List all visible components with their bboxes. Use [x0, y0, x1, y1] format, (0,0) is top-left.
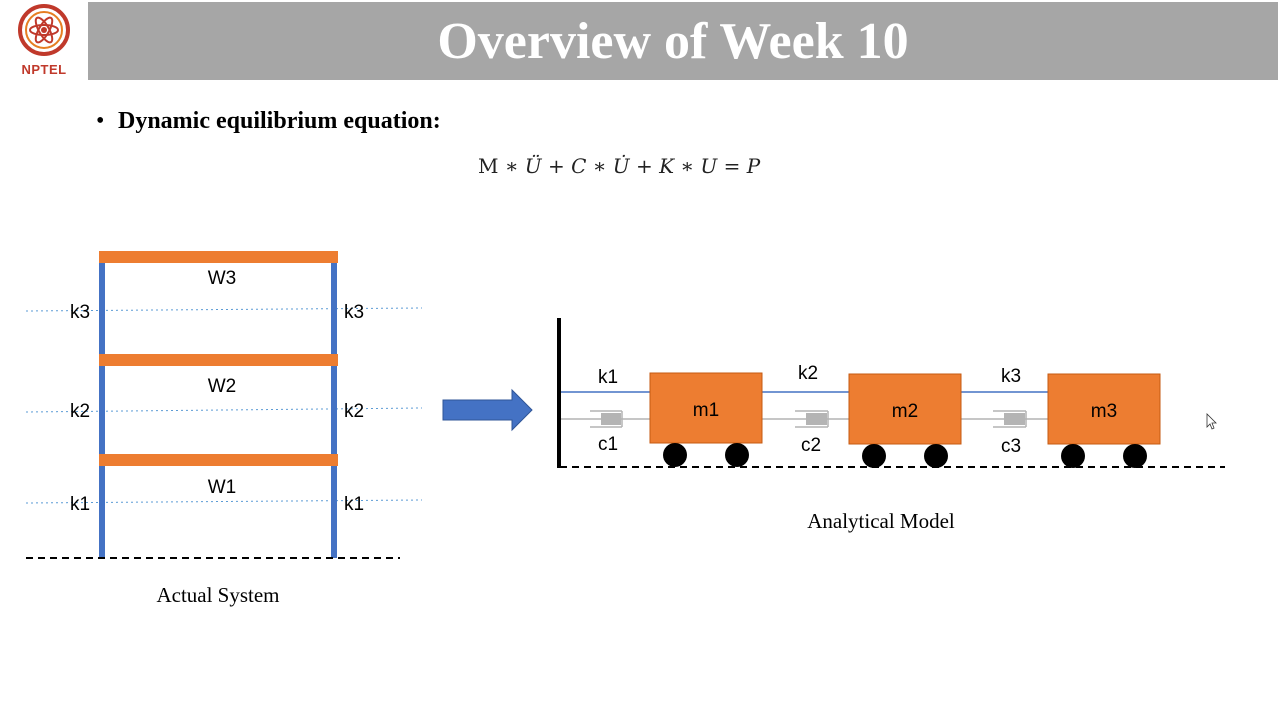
eq-mass-symbol: M [478, 154, 499, 178]
stiffness-label-left-k1: k1 [70, 494, 90, 515]
eq-stiffness-symbol: K [659, 154, 675, 178]
bullet-text: Dynamic equilibrium equation: [118, 108, 441, 134]
damper-c1 [561, 410, 650, 428]
guide-line-k1 [25, 499, 423, 504]
nptel-emblem-icon [18, 4, 70, 56]
mouse-cursor-icon [1206, 413, 1217, 430]
title-bar: Overview of Week 10 [88, 2, 1278, 80]
mass-label-m3: m3 [1091, 401, 1117, 422]
stiffness-label-right-k1: k1 [344, 494, 364, 515]
eq-acceleration-symbol: Ü [524, 154, 542, 178]
equation: M ∗ Ü + C ∗ U̇ + K ∗ U = P [478, 154, 760, 178]
stiffness-label-left-k2: k2 [70, 401, 90, 422]
mass-block-m3 [1047, 373, 1161, 445]
transform-arrow-icon [442, 388, 533, 432]
analytical-model-caption: Analytical Model [807, 509, 955, 533]
slide-title: Overview of Week 10 [437, 12, 909, 70]
nptel-logo: NPTEL [0, 0, 88, 80]
spring-label-k3: k3 [1001, 366, 1021, 387]
stiffness-label-right-k3: k3 [344, 302, 364, 323]
guide-line-k3 [25, 307, 423, 312]
wheels [663, 443, 1147, 468]
mass-block-m2 [848, 373, 962, 445]
eq-damping-symbol: C [571, 154, 587, 178]
damper-label-c1: c1 [598, 434, 618, 455]
mass-label-m1: m1 [693, 400, 719, 421]
damper-label-c2: c2 [801, 435, 821, 456]
eq-operator: ∗ [586, 154, 613, 178]
bullet-dot: • [96, 108, 105, 134]
actual-system: W3 W2 W1 k3 k3 k2 k2 k1 k1 Actual System [25, 251, 423, 607]
eq-equals: = [717, 154, 747, 178]
wheel-icon [663, 443, 687, 467]
wheel-icon [1123, 444, 1147, 468]
eq-operator: ∗ [498, 154, 525, 178]
eq-plus: + [541, 154, 572, 178]
fixed-wall [557, 318, 561, 468]
wheel-icon [725, 443, 749, 467]
eq-operator: ∗ [674, 154, 701, 178]
spring-label-k1: k1 [598, 367, 618, 388]
slab-floor-3 [99, 251, 338, 263]
weight-label-w1: W1 [208, 477, 237, 498]
eq-velocity-symbol: U̇ [612, 154, 630, 178]
damper-label-c3: c3 [1001, 436, 1021, 457]
weight-label-w3: W3 [208, 268, 237, 289]
wheel-icon [924, 444, 948, 468]
weight-label-w2: W2 [208, 376, 237, 397]
wheel-icon [862, 444, 886, 468]
wheel-icon [1061, 444, 1085, 468]
stiffness-label-left-k3: k3 [70, 302, 90, 323]
eq-displacement-symbol: U [700, 154, 718, 178]
stiffness-label-right-k2: k2 [344, 401, 364, 422]
eq-plus: + [629, 154, 660, 178]
eq-force-symbol: P [746, 154, 761, 178]
bullet-item: • Dynamic equilibrium equation: [96, 108, 441, 135]
logo-text: NPTEL [21, 62, 67, 77]
right-column [331, 258, 337, 558]
left-column [99, 258, 105, 558]
analytical-model: m1 m2 m3 k1 k2 k3 c1 c2 c3 Analytical Mo… [557, 318, 1225, 533]
damper-c3 [961, 410, 1048, 428]
damper-c2 [762, 410, 849, 428]
mass-block-m1 [649, 372, 763, 444]
actual-system-caption: Actual System [156, 583, 279, 607]
spring-label-k2: k2 [798, 363, 818, 384]
slab-floor-1 [99, 454, 338, 466]
guide-lines [25, 307, 423, 504]
guide-line-k2 [25, 407, 423, 413]
mass-label-m2: m2 [892, 401, 918, 422]
slab-floor-2 [99, 354, 338, 366]
